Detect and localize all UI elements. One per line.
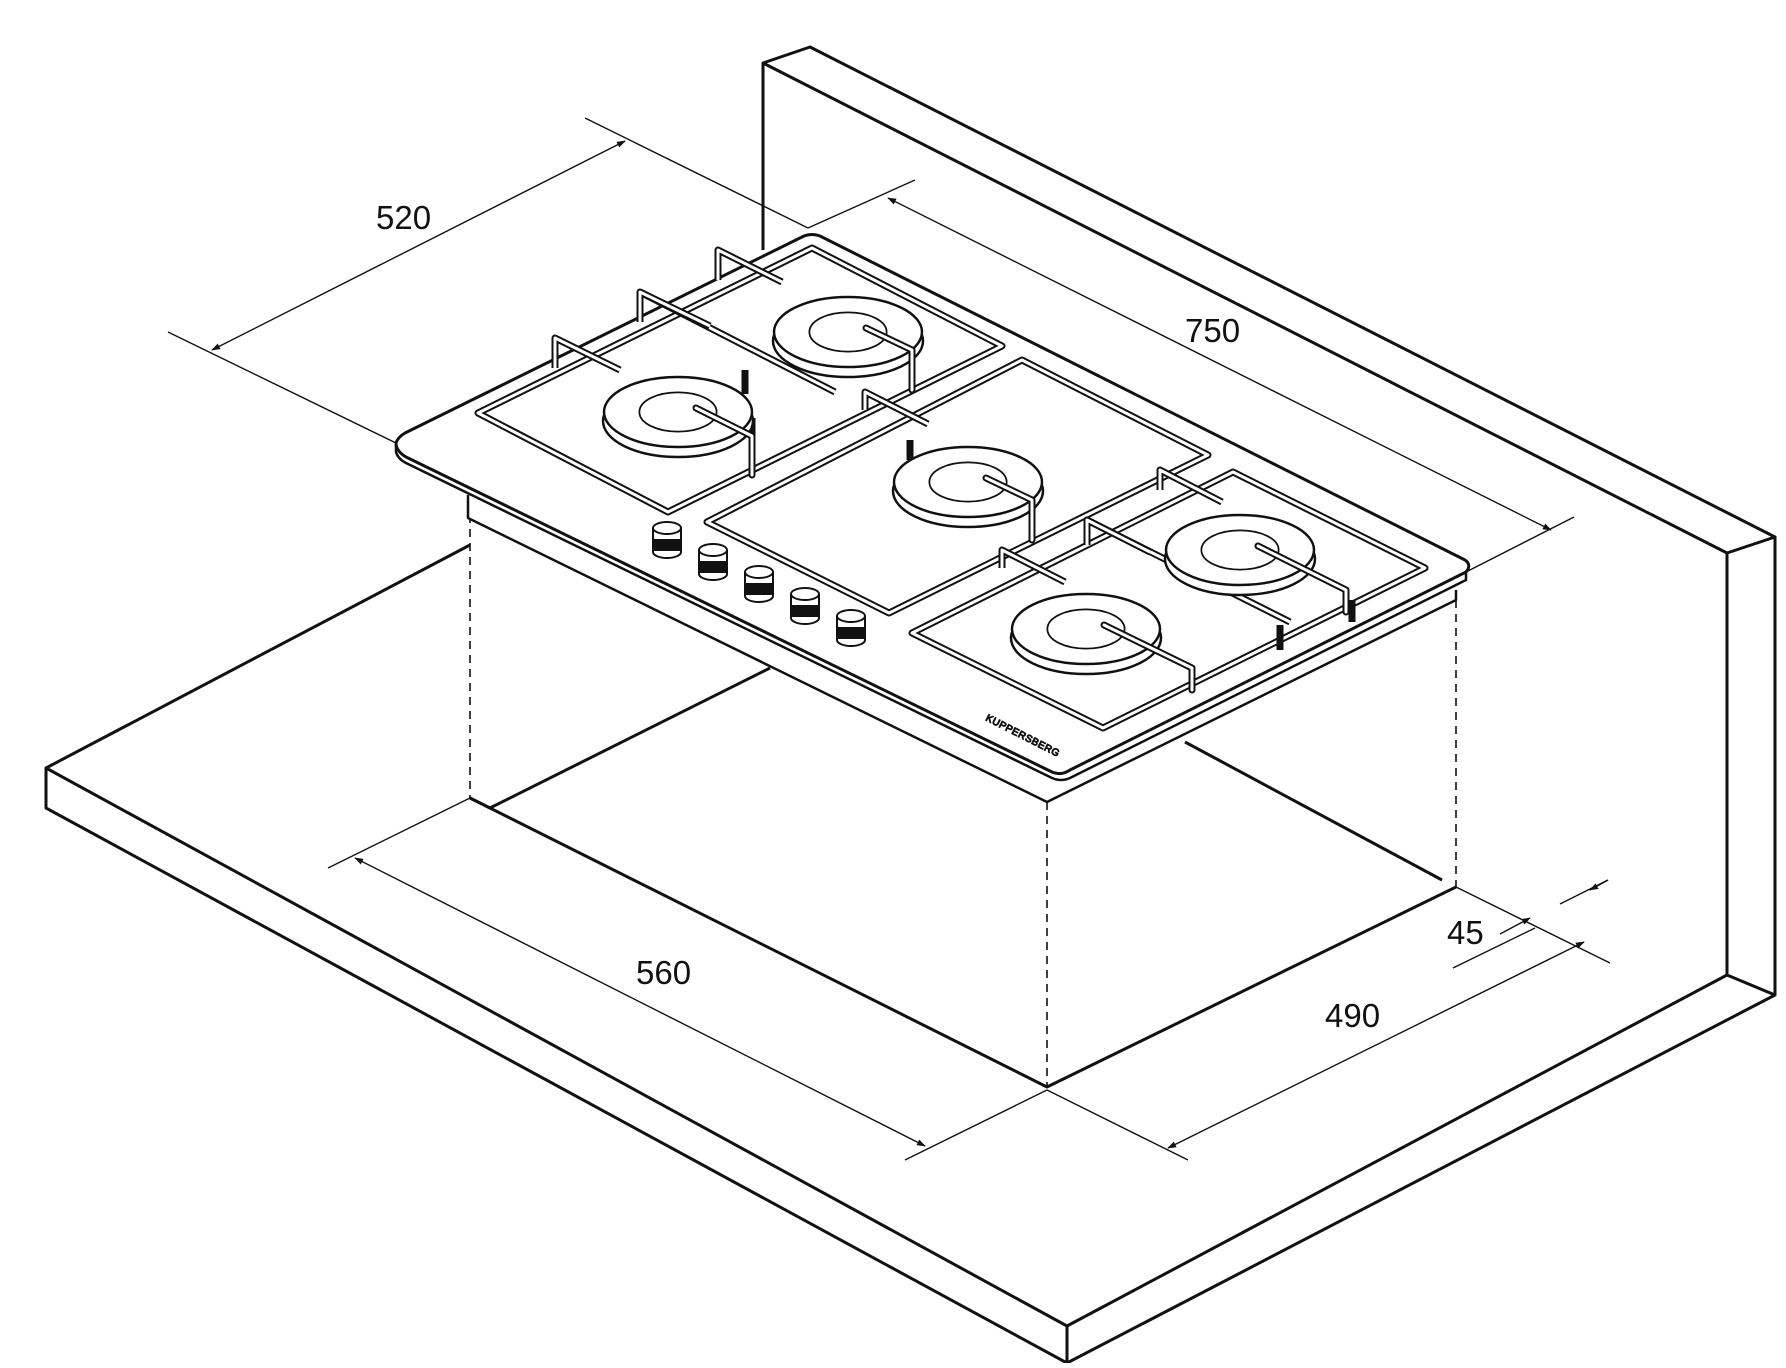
hob-glass-edge (394, 443, 1468, 782)
burner-front-left (601, 375, 755, 459)
countertop-top (44, 543, 1776, 1365)
knob-2[interactable] (698, 543, 728, 581)
dim-label-490: 490 (1325, 997, 1380, 1034)
dim-label-560: 560 (636, 954, 691, 991)
dim-label-750: 750 (1185, 312, 1240, 349)
control-knobs (652, 521, 866, 647)
dim-line-520 (211, 140, 626, 351)
burner-rear-left (771, 295, 925, 379)
countertop (44, 45, 1777, 1365)
knob-3[interactable] (744, 565, 774, 603)
dim-line-45 (1499, 917, 1531, 935)
knob-5[interactable] (836, 609, 866, 647)
wall-panel (761, 45, 1777, 997)
knob-4[interactable] (790, 587, 820, 625)
dimension-lines (167, 117, 1611, 1161)
dim-label-520: 520 (376, 199, 431, 236)
burner-rear-right (1163, 513, 1317, 597)
dim-line-560 (354, 857, 926, 1147)
dim-line-750 (887, 197, 1552, 531)
burner-front-right (1009, 592, 1163, 676)
knob-1[interactable] (652, 521, 682, 559)
hob: KUPPERSBERG (394, 233, 1471, 804)
projection-lines (469, 515, 1457, 1087)
dim-line-45-b (1589, 879, 1609, 891)
dim-label-45: 45 (1447, 914, 1484, 951)
burner-centre (891, 445, 1045, 529)
dim-line-490 (1167, 941, 1585, 1149)
